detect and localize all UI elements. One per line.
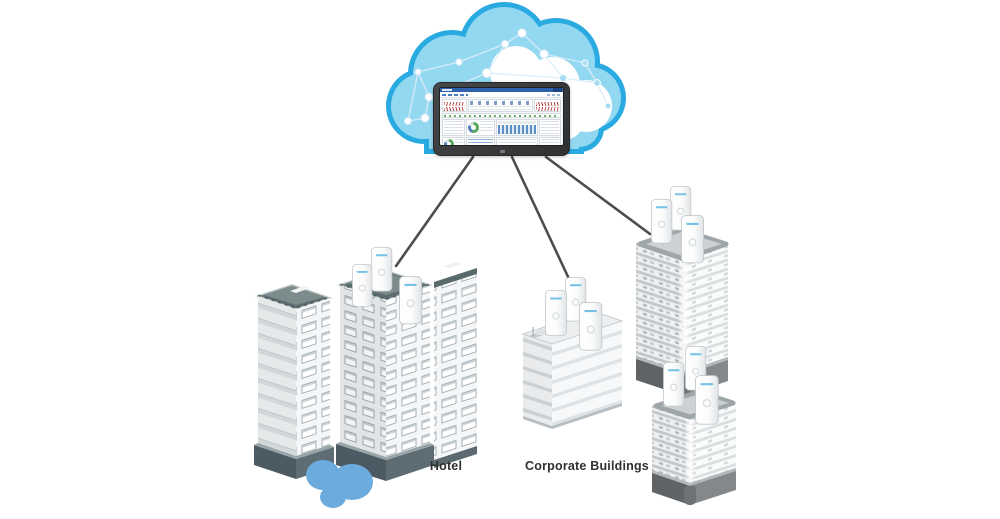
- hotel-site-label: Hotel: [429, 459, 463, 473]
- access-point-icon: [680, 214, 705, 264]
- cloud-network-node: [404, 117, 412, 125]
- corporate-short-tower: [652, 389, 736, 505]
- hotel-tower-b-right-face: [386, 285, 430, 460]
- cloud-network-edge: [596, 82, 609, 107]
- hotel-tower-b-left-face: [340, 285, 386, 460]
- hotel-tower-c-base: [434, 446, 477, 468]
- cloud-network-node: [414, 68, 422, 76]
- tablet-home-button: [499, 150, 505, 153]
- dashboard-throughput-chart: [534, 99, 561, 112]
- hotel-tower-c-roof: [434, 268, 477, 288]
- corporate-site-label: Corporate Buildings: [525, 459, 649, 473]
- cloud-network-node: [517, 28, 527, 38]
- connection-lines: [394, 155, 652, 283]
- short-tower-corner-highlight: [684, 415, 696, 481]
- corporate-midrise-building: [521, 310, 624, 429]
- tall-tower-right-face: [684, 244, 728, 372]
- dashboard-ap-table: [539, 119, 561, 136]
- cloud-network-edge: [521, 32, 545, 55]
- cloud-network-node: [539, 49, 549, 59]
- dashboard-menu-bar: [440, 92, 563, 98]
- cloud-controller-tablet: [433, 82, 570, 156]
- tall-tower-base-cap: [636, 356, 728, 375]
- dashboard-logo: [442, 89, 452, 91]
- dashboard-header-bar: [440, 88, 563, 92]
- dashboard-body: [440, 98, 563, 145]
- access-point-icon: [662, 361, 685, 407]
- dashboard-device-summary: [468, 99, 533, 112]
- short-tower-base-left: [652, 470, 690, 505]
- dashboard-links-list: [466, 137, 495, 145]
- hotel-tower-a-left-face: [258, 296, 296, 459]
- dashboard-user-chip: [553, 88, 562, 92]
- access-point-icon: [694, 374, 719, 425]
- short-tower-base-corner: [684, 485, 696, 505]
- access-point-icon: [351, 263, 373, 307]
- cloud-network-nodes: [404, 28, 612, 125]
- dashboard-clients-table: [442, 119, 465, 136]
- hotel-tower-c-vent: [444, 262, 462, 268]
- cloud-network-edge: [486, 43, 506, 74]
- dashboard-menu-actions: [547, 93, 561, 96]
- access-point-icon: [650, 198, 673, 244]
- wifi-coverage-blob: [306, 460, 373, 508]
- hotel-tower-b-base-cap: [336, 442, 434, 460]
- cloud-to-corporate-tall: [544, 155, 652, 236]
- access-point-icon: [544, 289, 568, 337]
- access-point-icon: [398, 275, 423, 325]
- cloud-to-corporate-mid: [510, 155, 572, 283]
- hotel-tower-a-base-left: [254, 445, 296, 479]
- cloud-network-node: [604, 102, 612, 110]
- dashboard-channel-donut: [442, 137, 465, 145]
- cloud-network-edge: [486, 72, 564, 79]
- hotel-tower-c-right-face: [434, 274, 477, 460]
- hotel-tower-b-base-right: [386, 445, 434, 481]
- cloud-network-node: [424, 92, 434, 102]
- hotel-tower-a-roof-deck: [264, 286, 324, 305]
- cloud-network-edge: [417, 71, 430, 98]
- short-tower-left-face: [652, 405, 690, 483]
- cloud-network-node: [558, 73, 568, 83]
- cloud-network-edge: [417, 61, 460, 73]
- dashboard-screen: [439, 87, 564, 146]
- cloud-network-edge: [562, 77, 598, 84]
- short-tower-base-right: [690, 468, 736, 505]
- dashboard-latency-chart: [442, 99, 467, 112]
- midrise-left-face: [523, 334, 552, 426]
- cloud-network-node: [500, 39, 510, 49]
- cloud-network-node: [420, 113, 430, 123]
- cloud-network-edge: [407, 71, 419, 122]
- short-tower-base-cap: [652, 468, 736, 486]
- dashboard-traffic-histogram: [496, 119, 538, 136]
- midrise-roof-box: [536, 329, 545, 335]
- hotel-tower-b-base-left: [336, 444, 386, 481]
- access-point-icon: [370, 246, 393, 292]
- midrise-right-face: [552, 321, 622, 426]
- cloud-network-edge: [543, 53, 564, 79]
- cloud-network-edge: [458, 43, 506, 63]
- cloud-network-node: [481, 67, 493, 79]
- hotel-tower-a-parapet: [257, 294, 331, 311]
- hotel-tower-a-right-face: [296, 298, 330, 459]
- dashboard-menu-items: [442, 93, 468, 96]
- hotel-tower-a-base-cap: [254, 443, 334, 459]
- tall-tower-left-face: [636, 242, 684, 372]
- cloud-network-node: [581, 59, 589, 67]
- hotel-tower-a-vent: [290, 286, 310, 293]
- dashboard-status-strip: [442, 113, 561, 118]
- cloud-to-hotel: [394, 155, 475, 268]
- access-point-icon: [578, 301, 603, 351]
- dashboard-alerts-table: [539, 137, 561, 145]
- tall-tower-corner-highlight: [678, 256, 690, 370]
- dashboard-usage-donut: [466, 119, 495, 136]
- dashboard-events-table: [496, 137, 538, 145]
- cloud-network-edge: [543, 53, 586, 64]
- cloud-network-node: [455, 58, 463, 66]
- cloud-network-node: [593, 79, 601, 87]
